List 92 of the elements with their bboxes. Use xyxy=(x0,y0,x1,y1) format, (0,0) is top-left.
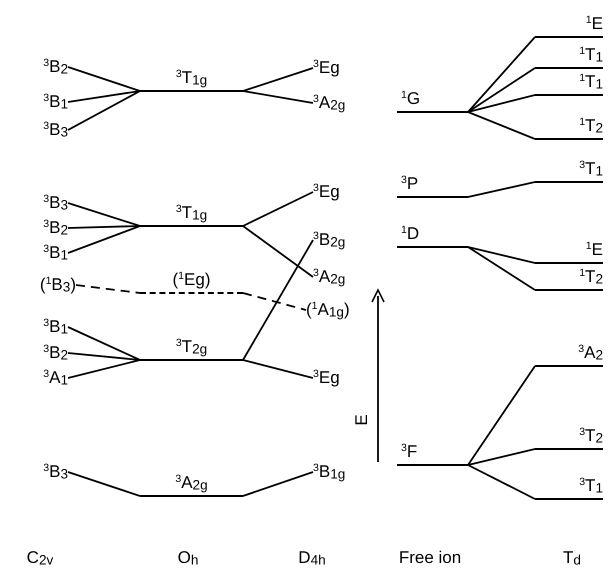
level-label: ($^{1}$Eg) xyxy=(172,270,212,290)
level-label: $^{3}$T$_{2g}$ xyxy=(174,337,208,357)
symmetry-label: C$_{2v}$ xyxy=(26,548,54,568)
correlation-line xyxy=(242,90,314,104)
symmetry-label: T$_{d}$ xyxy=(563,548,581,568)
level-label: $^{1}$E xyxy=(586,14,603,34)
level-label: $^{3}$T$_{1}$ xyxy=(579,159,603,179)
energy-level xyxy=(397,89,468,113)
symmetry-label: D$_{4h}$ xyxy=(298,548,326,568)
axis-label: E xyxy=(352,414,372,426)
energy-level xyxy=(535,14,603,38)
symmetry-label: O$_{h}$ xyxy=(178,548,198,568)
level-label: $^{1}$T$_{1}$ xyxy=(579,72,603,92)
correlation-line xyxy=(242,359,314,379)
energy-level xyxy=(535,426,603,450)
level-label: $^{3}$A$_{2g}$ xyxy=(174,473,209,493)
correlation-line xyxy=(468,181,536,198)
level-label: $^{3}$T$_{2}$ xyxy=(579,426,603,446)
correlation-line xyxy=(468,246,536,264)
level-label: $^{3}$A$_{2g}$ xyxy=(313,93,373,113)
correlation-line xyxy=(68,66,140,92)
energy-level xyxy=(535,116,603,140)
level-label: $^{1}$T$_{2}$ xyxy=(579,116,603,136)
level-label: $^{3}$B$_{3}$ xyxy=(10,462,68,482)
level-label: $^{3}$Eg xyxy=(313,368,373,388)
energy-level xyxy=(140,68,243,92)
energy-level xyxy=(535,476,603,500)
energy-level xyxy=(397,174,468,198)
level-label: $^{1}$G xyxy=(401,89,420,109)
level-label: $^{3}$A$_{2}$ xyxy=(578,343,603,363)
energy-level xyxy=(535,45,603,69)
energy-level xyxy=(140,473,243,497)
dashed-correlation-line xyxy=(76,284,140,294)
level-label: $^{3}$B$_{2g}$ xyxy=(313,230,373,250)
correlation-line xyxy=(468,111,536,140)
level-label: $^{3}$P xyxy=(401,174,418,194)
correlation-line xyxy=(68,352,140,361)
level-label: $^{3}$B$_{1}$ xyxy=(10,243,68,263)
energy-level xyxy=(397,442,468,466)
level-label: $^{3}$B$_{2}$ xyxy=(10,57,68,77)
level-label: $^{3}$B$_{1g}$ xyxy=(313,462,373,482)
level-label: $^{1}$T$_{2}$ xyxy=(579,267,603,287)
correlation-line xyxy=(468,464,536,500)
level-label: $^{1}$T$_{1}$ xyxy=(579,45,603,65)
correlation-line xyxy=(68,326,140,361)
energy-level xyxy=(397,224,468,248)
level-label: ($^{1}$A$_{1g}$) xyxy=(306,300,372,320)
energy-level xyxy=(535,240,603,264)
level-label: $^{3}$B$_{3}$ xyxy=(10,120,68,140)
correlation-line xyxy=(242,67,314,92)
correlation-line xyxy=(68,359,140,379)
correlation-line xyxy=(468,67,536,113)
level-label: $^{3}$F xyxy=(401,442,418,462)
level-label: $^{3}$T$_{1g}$ xyxy=(174,203,208,223)
correlation-line xyxy=(468,448,536,466)
correlation-line xyxy=(467,366,536,466)
level-label: $^{3}$A$_{2g}$ xyxy=(313,267,373,287)
energy-level xyxy=(140,337,243,361)
correlation-line xyxy=(68,202,140,227)
level-label: $^{3}$T$_{1g}$ xyxy=(174,68,208,88)
level-label: ($^{1}$B$_{3}$) xyxy=(8,275,76,295)
level-label: $^{3}$Eg xyxy=(313,58,373,78)
energy-level xyxy=(140,270,243,294)
correlation-line xyxy=(68,90,140,131)
dashed-correlation-line xyxy=(242,292,306,311)
energy-level xyxy=(535,159,603,183)
level-label: $^{3}$B$_{2}$ xyxy=(10,343,68,363)
correlation-line xyxy=(242,240,314,360)
correlation-line xyxy=(468,246,536,291)
energy-level xyxy=(535,343,603,367)
energy-level xyxy=(535,72,603,96)
correlation-line xyxy=(468,94,536,113)
correlation-line xyxy=(68,90,140,103)
level-label: $^{3}$Eg xyxy=(313,182,373,202)
correlation-line xyxy=(68,471,140,497)
level-label: $^{1}$E xyxy=(586,240,603,260)
correlation-line xyxy=(467,36,536,113)
correlation-line xyxy=(242,191,314,227)
level-label: $^{3}$T$_{1}$ xyxy=(579,476,603,496)
energy-level xyxy=(140,203,243,227)
level-label: $^{1}$D xyxy=(401,224,420,244)
energy-level xyxy=(535,267,603,291)
level-label: $^{3}$A$_{1}$ xyxy=(10,368,68,388)
correlation-line xyxy=(242,225,314,278)
level-label: $^{3}$B$_{3}$ xyxy=(10,193,68,213)
correlation-line xyxy=(242,471,314,497)
symmetry-label: Free ion xyxy=(398,548,462,568)
correlation-line xyxy=(68,225,140,254)
level-label: $^{3}$B$_{1}$ xyxy=(10,92,68,112)
level-label: $^{3}$B$_{1}$ xyxy=(10,317,68,337)
level-label: $^{3}$B$_{2}$ xyxy=(10,218,68,238)
correlation-line xyxy=(68,225,140,229)
